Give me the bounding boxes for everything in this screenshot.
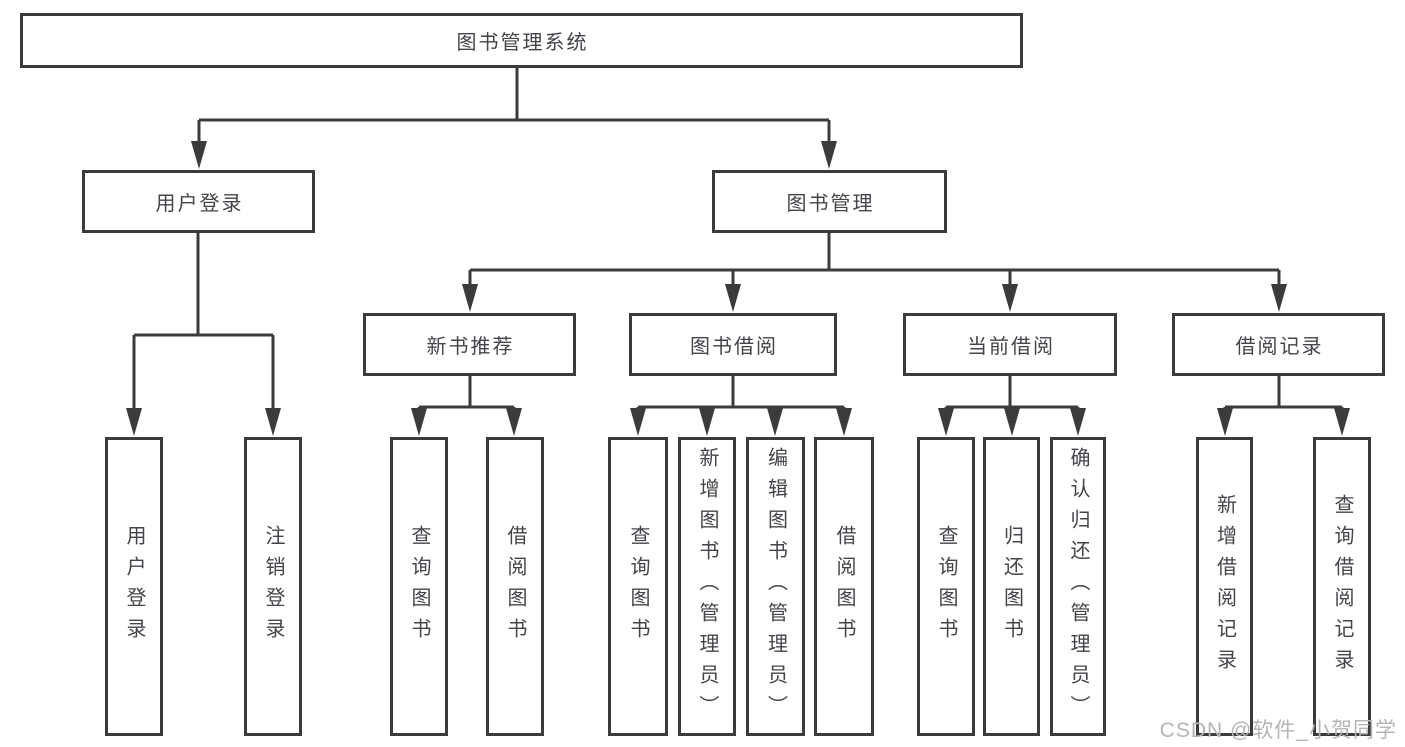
node-new-book-recommend: 新书推荐 <box>363 313 576 376</box>
leaf-borrow-query-book: 查询图书 <box>608 437 668 736</box>
leaf-add-borrow-record: 新增借阅记录 <box>1196 437 1253 736</box>
leaf-query-borrow-record: 查询借阅记录 <box>1313 437 1371 736</box>
leaf-user-login: 用户登录 <box>105 437 163 736</box>
leaf-rec-borrow-book: 借阅图书 <box>486 437 544 736</box>
node-book-management: 图书管理 <box>712 170 947 233</box>
node-user-login: 用户登录 <box>82 170 315 233</box>
node-book-borrow: 图书借阅 <box>629 313 837 376</box>
leaf-borrow-book: 借阅图书 <box>814 437 874 736</box>
node-current-borrow: 当前借阅 <box>903 313 1117 376</box>
leaf-confirm-return-admin: 确认归还（管理员） <box>1050 437 1106 736</box>
leaf-add-book-admin: 新增图书（管理员） <box>678 437 736 736</box>
leaf-rec-query-book: 查询图书 <box>390 437 448 736</box>
leaf-logout: 注销登录 <box>244 437 302 736</box>
leaf-current-query-book: 查询图书 <box>917 437 975 736</box>
leaf-edit-book-admin: 编辑图书（管理员） <box>746 437 805 736</box>
leaf-return-book: 归还图书 <box>983 437 1040 736</box>
node-root-system: 图书管理系统 <box>20 13 1023 68</box>
node-borrow-records: 借阅记录 <box>1172 313 1385 376</box>
